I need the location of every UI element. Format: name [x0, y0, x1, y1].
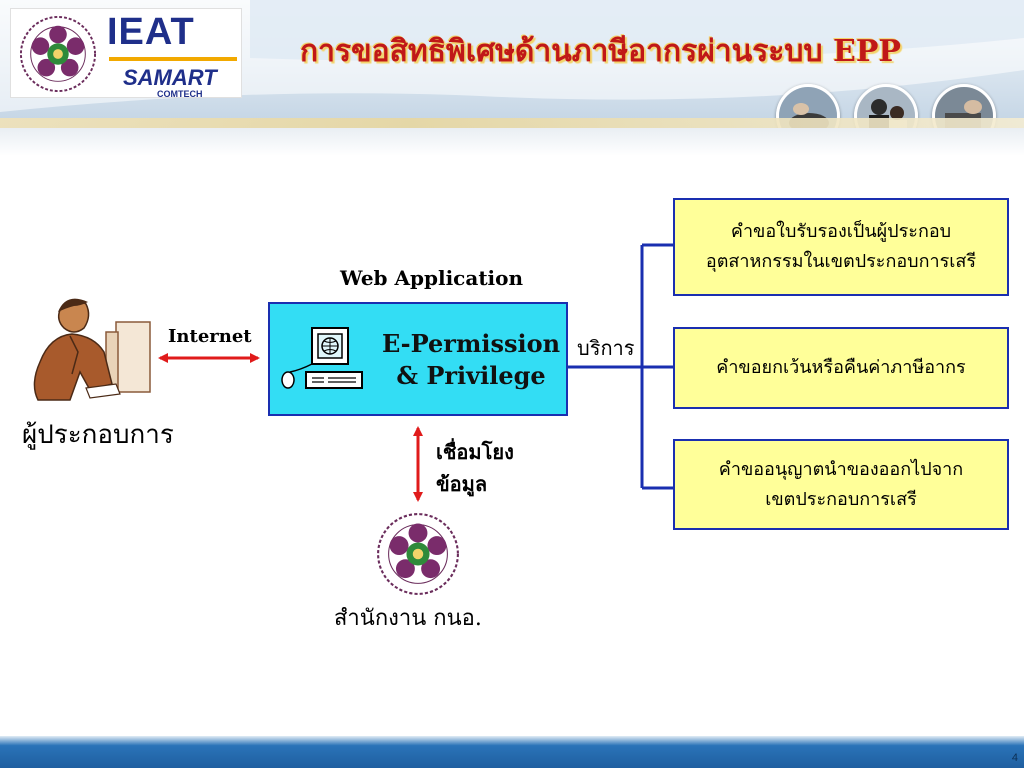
data-link-line2: ข้อมูล — [436, 472, 488, 496]
slide-title: การขอสิทธิพิเศษด้านภาษีอากรผ่านระบบ EPP — [300, 34, 901, 69]
office-seal-icon — [377, 513, 459, 595]
header-shadow-band — [0, 128, 1024, 156]
page-number: 4 — [1011, 752, 1018, 764]
system-title-line1: E-Permission — [381, 329, 561, 358]
comtech-wordmark: COMTECH — [157, 89, 203, 99]
user-label: ผู้ประกอบการ — [22, 420, 174, 450]
ieat-underline — [109, 57, 237, 61]
samart-wordmark: SAMART — [123, 65, 217, 90]
service-1-line2: อุตสาหกรรมในเขตประกอบการเสรี — [705, 251, 977, 272]
internet-label: Internet — [168, 326, 252, 347]
service-box-export-permit: คำขออนุญาตนำของออกไปจาก เขตประกอบการเสรี — [673, 439, 1009, 530]
computer-icon — [281, 327, 363, 389]
business-user-icon — [33, 298, 151, 401]
ieat-wordmark: IEAT — [107, 11, 195, 53]
service-3-line1: คำขออนุญาตนำของออกไปจาก — [718, 458, 964, 480]
system-title-line2: & Privilege — [396, 361, 546, 390]
epp-system-box: E-Permission & Privilege — [268, 302, 568, 416]
header-accent-band — [0, 118, 1024, 130]
service-2-line1: คำขอยกเว้นหรือคืนค่าภาษีอากร — [716, 357, 966, 378]
system-title: E-Permission & Privilege — [376, 328, 566, 392]
service-bracket — [568, 243, 673, 490]
service-label: บริการ — [577, 336, 635, 360]
header-wave-decoration — [0, 0, 1024, 112]
brand-logo-panel: IEAT SAMART COMTECH — [10, 8, 242, 99]
web-application-label: Web Application — [340, 266, 524, 290]
service-box-tax-exemption: คำขอยกเว้นหรือคืนค่าภาษีอากร — [673, 327, 1009, 409]
header-banner: IEAT SAMART COMTECH การขอสิทธิพิเศษด้านภ… — [0, 0, 1024, 128]
office-label: สำนักงาน กนอ. — [334, 606, 482, 631]
service-3-line2: เขตประกอบการเสรี — [765, 488, 917, 510]
ieat-seal-icon — [19, 15, 97, 93]
service-1-line1: คำขอใบรับรองเป็นผู้ประกอบ — [730, 221, 952, 242]
data-link-label: เชื่อมโยง ข้อมูล — [436, 436, 514, 500]
footer-band — [0, 736, 1024, 768]
data-link-line1: เชื่อมโยง — [436, 440, 514, 464]
service-box-certificate: คำขอใบรับรองเป็นผู้ประกอบ อุตสาหกรรมในเข… — [673, 198, 1009, 296]
